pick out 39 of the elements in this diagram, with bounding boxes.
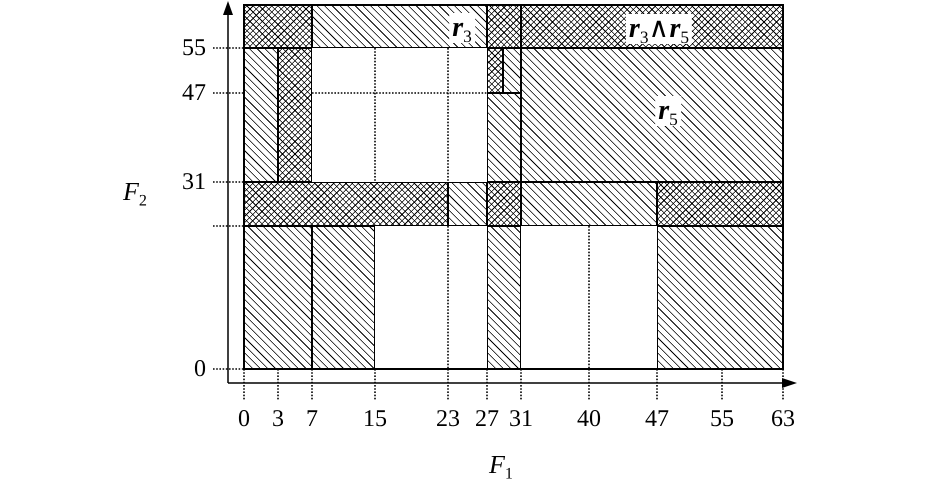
crosshatched-region [244, 5, 312, 48]
region-label: r$_{3}$ [449, 13, 475, 43]
tick-label: 47 [182, 81, 206, 105]
hatched-region [244, 226, 312, 369]
tick-label: 31 [509, 407, 533, 431]
hatched-region [244, 48, 278, 182]
tick-label: 3 [272, 407, 284, 431]
hatched-region [521, 182, 657, 226]
axis-title: F$_{2}$ [123, 179, 147, 205]
crosshatched-region [487, 182, 521, 226]
tick-label: 15 [363, 407, 387, 431]
crosshatched-region [657, 182, 783, 226]
region-label: r$_{5}$ [655, 96, 681, 126]
tick-label: 7 [306, 407, 318, 431]
hatched-region [487, 93, 521, 182]
tick-label: 27 [475, 407, 499, 431]
crosshatched-region [521, 5, 783, 48]
tick-label: 55 [182, 36, 206, 60]
tick-label: 0 [238, 407, 250, 431]
tick-label: 55 [710, 407, 734, 431]
region-label: r$_{3}$∧r$_{5}$ [626, 14, 692, 44]
tick-label: 31 [182, 170, 206, 194]
hatched-region [312, 5, 487, 48]
hatched-region [312, 226, 375, 369]
hatched-region [487, 226, 521, 369]
tick-label: 40 [577, 407, 601, 431]
tick-label: 47 [645, 407, 669, 431]
crosshatched-region [487, 5, 521, 48]
hatched-region [503, 48, 521, 93]
hatched-region [521, 48, 783, 182]
axis-title: F$_{1}$ [489, 452, 513, 478]
crosshatched-region [278, 48, 312, 182]
tick-label: 0 [194, 357, 206, 381]
tick-label: 63 [771, 407, 795, 431]
crosshatched-region [244, 182, 448, 226]
hatched-region [657, 226, 783, 369]
crosshatched-region [487, 48, 503, 93]
tick-label: 23 [436, 407, 460, 431]
hatched-region [448, 182, 487, 226]
